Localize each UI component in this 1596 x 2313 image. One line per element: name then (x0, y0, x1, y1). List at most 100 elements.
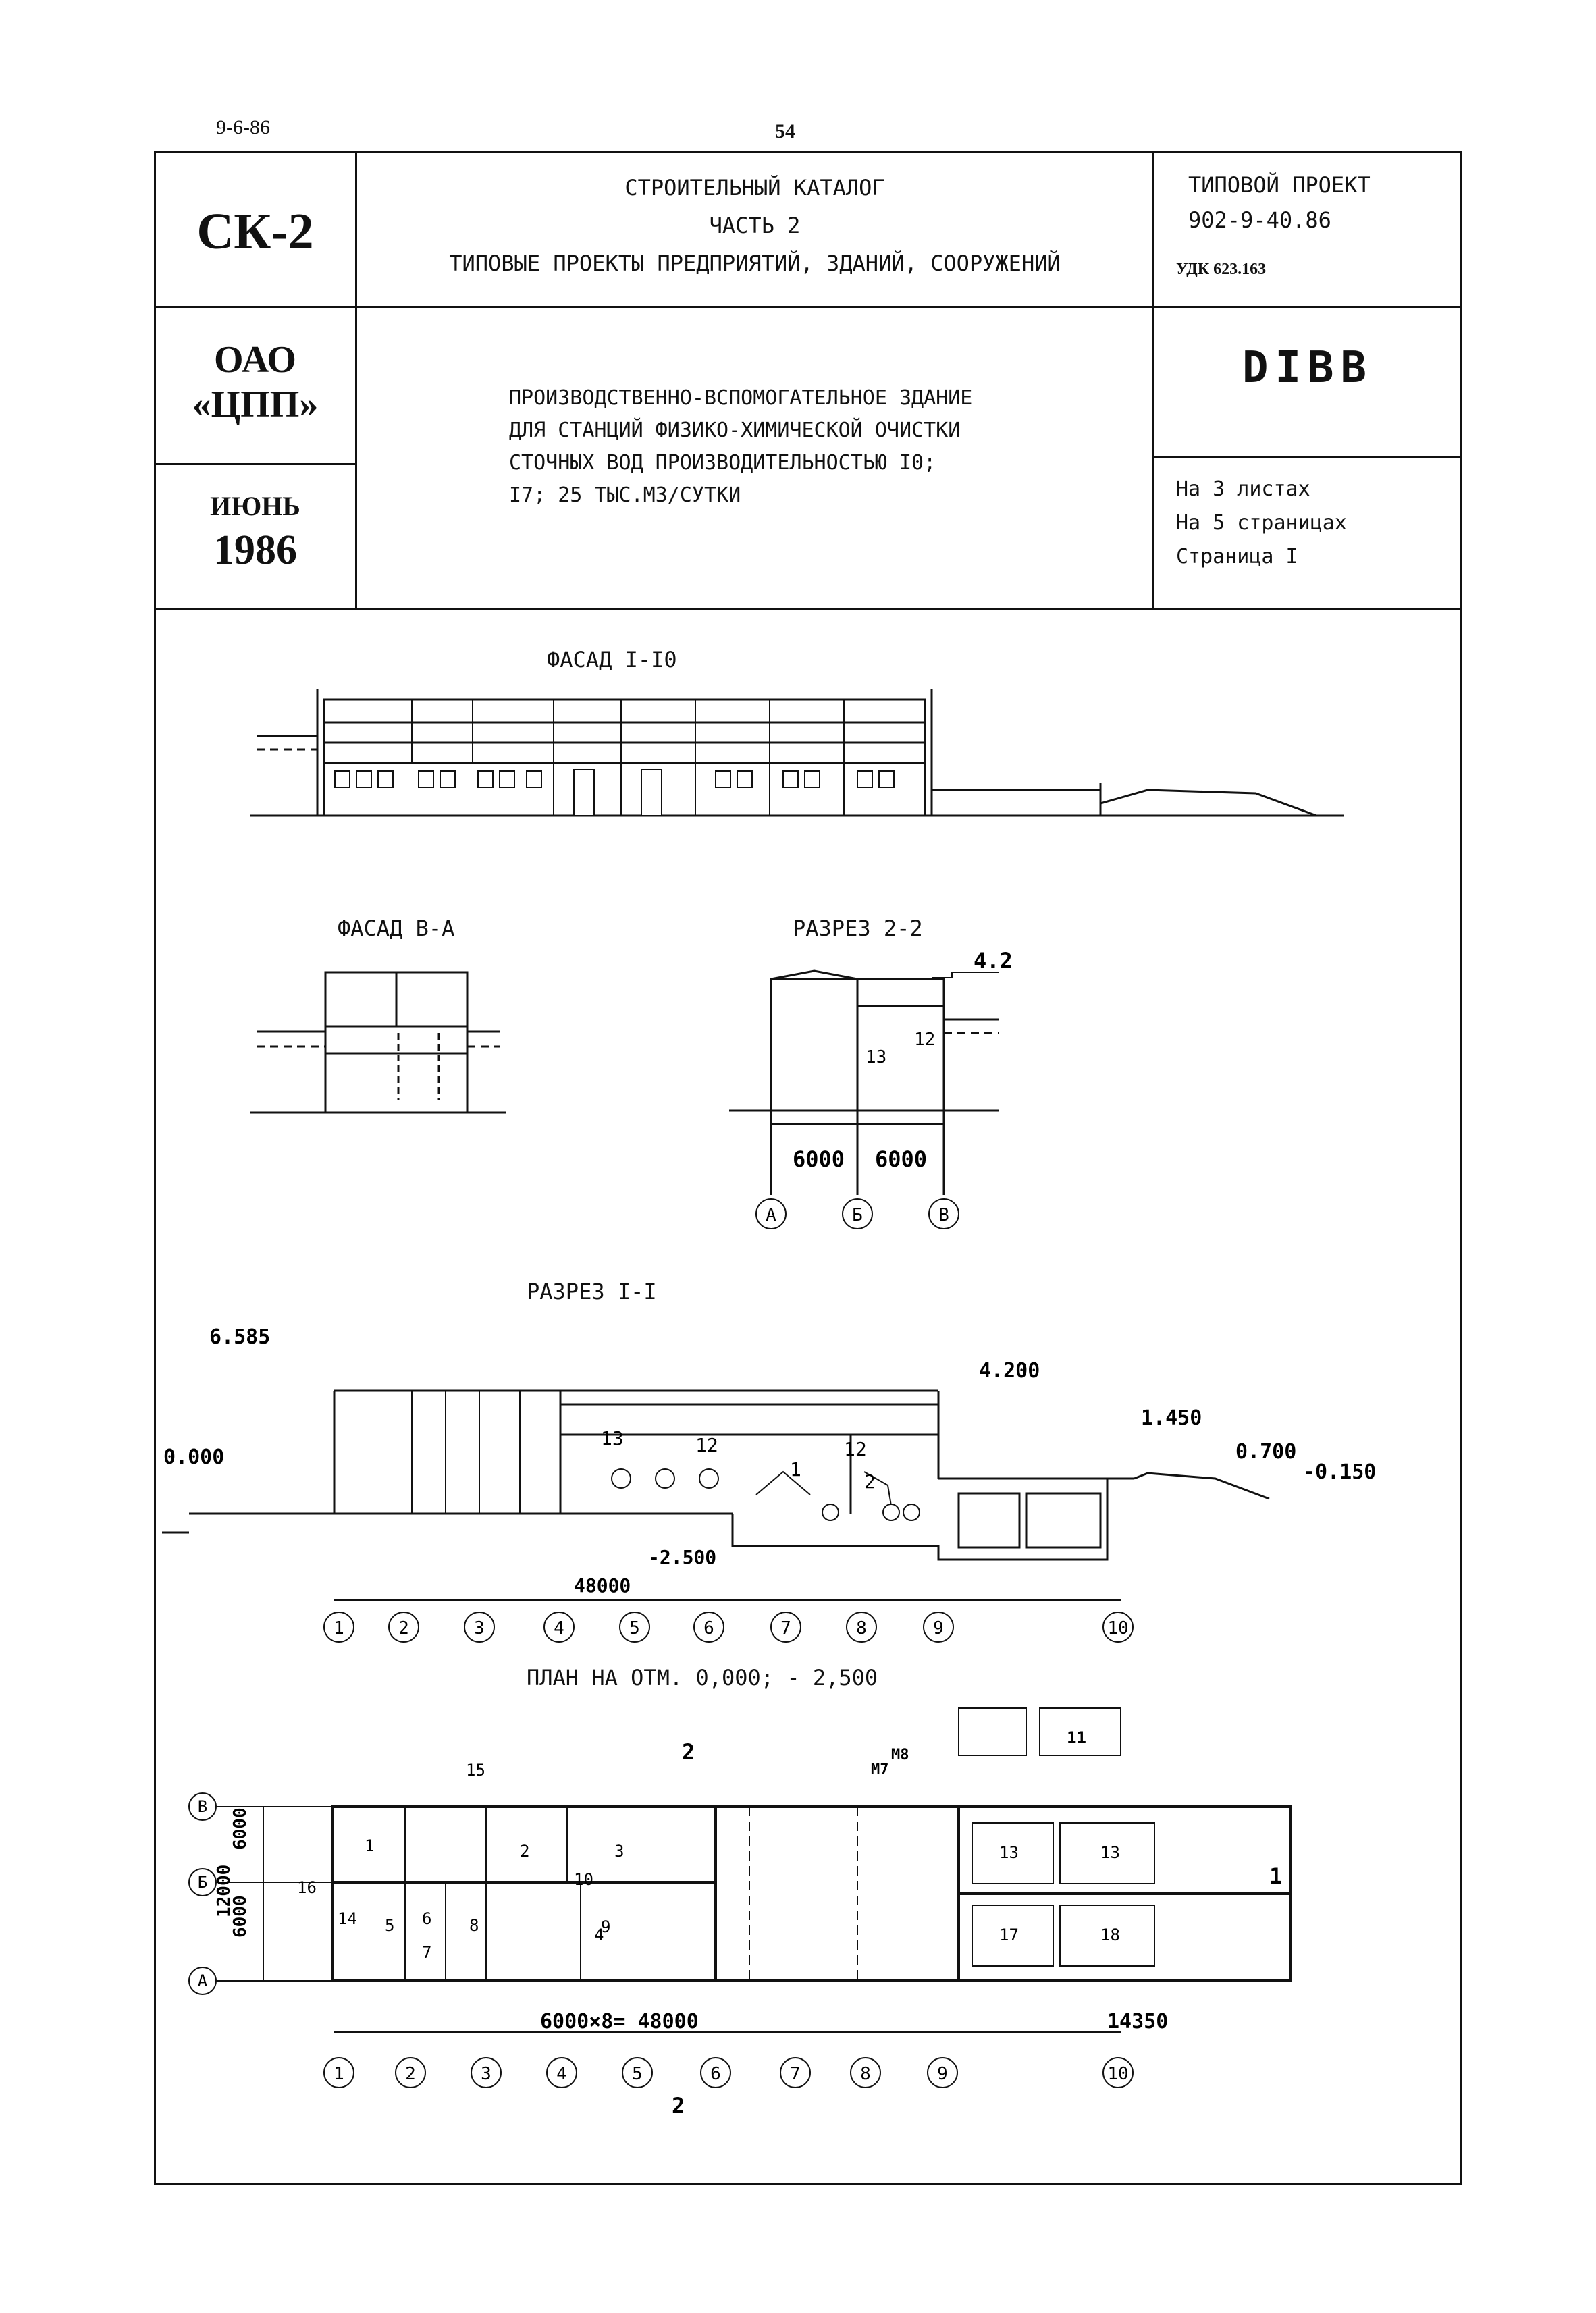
sec22-axis-b: Б (852, 1205, 863, 1225)
section-2-2-title: РАЗРЕЗ 2-2 (793, 915, 923, 941)
plan-col-axis-3: 3 (481, 2064, 491, 2084)
plan-col-axis-6: 6 (710, 2064, 721, 2084)
plan-room-16: 16 (297, 1878, 317, 1897)
project-type: ТИПОВОЙ ПРОЕКТ 902-9-40.86 (1188, 167, 1371, 238)
plan-dim-right: 14350 (1107, 2010, 1168, 2033)
sheet-info: На 3 листах На 5 страницах Страница I (1176, 473, 1347, 574)
plan-row-axis-b: Б (198, 1873, 207, 1892)
plan-title: ПЛАН НА ОТМ. 0,000; - 2,500 (527, 1665, 878, 1691)
plan-col-axis-1: 1 (334, 2064, 344, 2084)
drawing-frame (154, 151, 1462, 2185)
desc-line-4: I7; 25 ТЫС.М3/СУТКИ (509, 483, 741, 507)
sec11-axis-3: 3 (474, 1618, 485, 1639)
catalog-title: СТРОИТЕЛЬНЫЙ КАТАЛОГ ЧАСТЬ 2 ТИПОВЫЕ ПРО… (356, 169, 1153, 282)
plan-section-mark-1: 1 (1269, 1863, 1282, 1889)
plan-section-mark-2-top: 2 (682, 1739, 695, 1765)
title-col-divider-2 (1152, 151, 1154, 609)
sec22-dim-1: 6000 (793, 1146, 845, 1172)
catalog-line-1: СТРОИТЕЛЬНЫЙ КАТАЛОГ (624, 175, 885, 201)
plan-dim-v3: 12000 (214, 1865, 234, 1917)
issue-year: 1986 (213, 527, 297, 573)
title-divider-1 (154, 306, 1462, 308)
plan-room-18: 18 (1100, 1925, 1120, 1944)
sec11-callout-12b: 12 (844, 1438, 867, 1460)
plan-room-2: 2 (520, 1842, 529, 1861)
plan-room-9: 9 (601, 1917, 610, 1936)
current-page: Страница I (1176, 545, 1298, 568)
sec22-axis-a: А (766, 1205, 776, 1225)
sec22-callout-13: 13 (866, 1047, 886, 1067)
plan-pipe-m7: М7 (871, 1761, 889, 1778)
udk-code: УДК 623.163 (1176, 261, 1267, 278)
sec22-callout-12: 12 (914, 1030, 935, 1050)
page-number: 54 (775, 120, 795, 142)
document-code: DIBB (1242, 343, 1374, 393)
plan-room-13b: 13 (1100, 1843, 1120, 1862)
sec22-elevation: 4.200 (974, 952, 1013, 974)
plan-room-8: 8 (469, 1916, 479, 1935)
sec11-elev-6585: 6.585 (209, 1325, 270, 1349)
sec11-elev-minus-2500: -2.500 (648, 1546, 716, 1568)
project-number: 902-9-40.86 (1188, 207, 1331, 233)
section-1-1-drawing: 6.585 4.200 0.000 1.450 0.700 -0.150 -2.… (162, 1325, 1376, 1643)
plan-room-5: 5 (385, 1916, 394, 1935)
sec11-callout-2: 2 (864, 1470, 876, 1493)
sheets-count: На 3 листах (1176, 477, 1310, 501)
sec11-axis-4: 4 (554, 1618, 564, 1639)
sec11-callout-1: 1 (790, 1458, 801, 1481)
plan-row-axis-v: В (198, 1797, 207, 1816)
doc-date-code: 9-6-86 (216, 116, 270, 138)
plan-room-17: 17 (999, 1925, 1019, 1944)
sec11-axis-2: 2 (398, 1618, 409, 1639)
sec11-axis-8: 8 (856, 1618, 867, 1639)
plan-pipe-m8: М8 (891, 1747, 909, 1763)
plan-section-mark-2-bottom: 2 (672, 2093, 685, 2119)
code-divider (1152, 456, 1462, 458)
plan-col-axis-10: 10 (1107, 2064, 1128, 2084)
sec22-dim-2: 6000 (875, 1146, 927, 1172)
plan-room-7: 7 (422, 1943, 431, 1962)
plan-dim-main: 6000×8= 48000 (540, 2010, 699, 2033)
plan-col-axis-4: 4 (556, 2064, 567, 2084)
org-line-1: ОАО (214, 339, 296, 381)
facade-v-a-title: ФАСАД В-А (338, 915, 455, 941)
plan-room-15: 15 (466, 1761, 485, 1780)
issue-month: ИЮНЬ (210, 491, 300, 521)
sec11-elev-4200: 4.200 (979, 1359, 1040, 1383)
catalog-line-2: ЧАСТЬ 2 (709, 213, 801, 238)
sec22-axis-v: В (938, 1205, 949, 1225)
plan-room-6: 6 (422, 1909, 431, 1928)
org-divider (154, 463, 356, 465)
sec11-callout-13: 13 (601, 1427, 624, 1450)
sec11-axis-10: 10 (1107, 1618, 1128, 1639)
sec11-elev-0000: 0.000 (163, 1445, 224, 1469)
sec11-axis-5: 5 (629, 1618, 640, 1639)
sec11-axis-7: 7 (780, 1618, 791, 1639)
sec11-elev-0700: 0.700 (1235, 1440, 1296, 1464)
facade-v-a-drawing (250, 971, 506, 1114)
title-col-divider-1 (355, 151, 357, 609)
sec22-axis-bubble-b (842, 1198, 873, 1229)
plan-dim-v2: 6000 (230, 1895, 250, 1938)
plan-room-4: 4 (594, 1925, 604, 1944)
plan-room-14: 14 (338, 1909, 357, 1928)
plan-col-axis-7: 7 (790, 2064, 801, 2084)
sec11-axis-6: 6 (703, 1618, 714, 1639)
plan-room-10: 10 (574, 1870, 593, 1889)
plan-drawing: 6000 6000 12000 6000×8= 48000 14350 2 2 … (188, 1707, 1292, 2119)
sec22-axis-bubble-a (755, 1198, 787, 1229)
plan-room-3: 3 (614, 1842, 624, 1861)
plan-room-13a: 13 (999, 1843, 1019, 1862)
plan-col-axis-2: 2 (405, 2064, 416, 2084)
plan-room-11: 11 (1067, 1728, 1086, 1747)
section-2-2-drawing: 4.200 6000 6000 13 12 А Б В (729, 952, 1013, 1229)
desc-line-1: ПРОИЗВОДСТВЕННО-ВСПОМОГАТЕЛЬНОЕ ЗДАНИЕ (509, 386, 973, 410)
org-line-2: «ЦПП» (192, 383, 319, 425)
sec11-axis-9: 9 (933, 1618, 944, 1639)
sec11-total-dim: 48000 (574, 1574, 631, 1597)
project-type-label: ТИПОВОЙ ПРОЕКТ (1188, 172, 1371, 198)
sec11-callout-12a: 12 (695, 1434, 718, 1456)
plan-col-axis-8: 8 (860, 2064, 871, 2084)
series-label: СК-2 (196, 203, 314, 260)
title-divider-2 (154, 608, 1462, 610)
